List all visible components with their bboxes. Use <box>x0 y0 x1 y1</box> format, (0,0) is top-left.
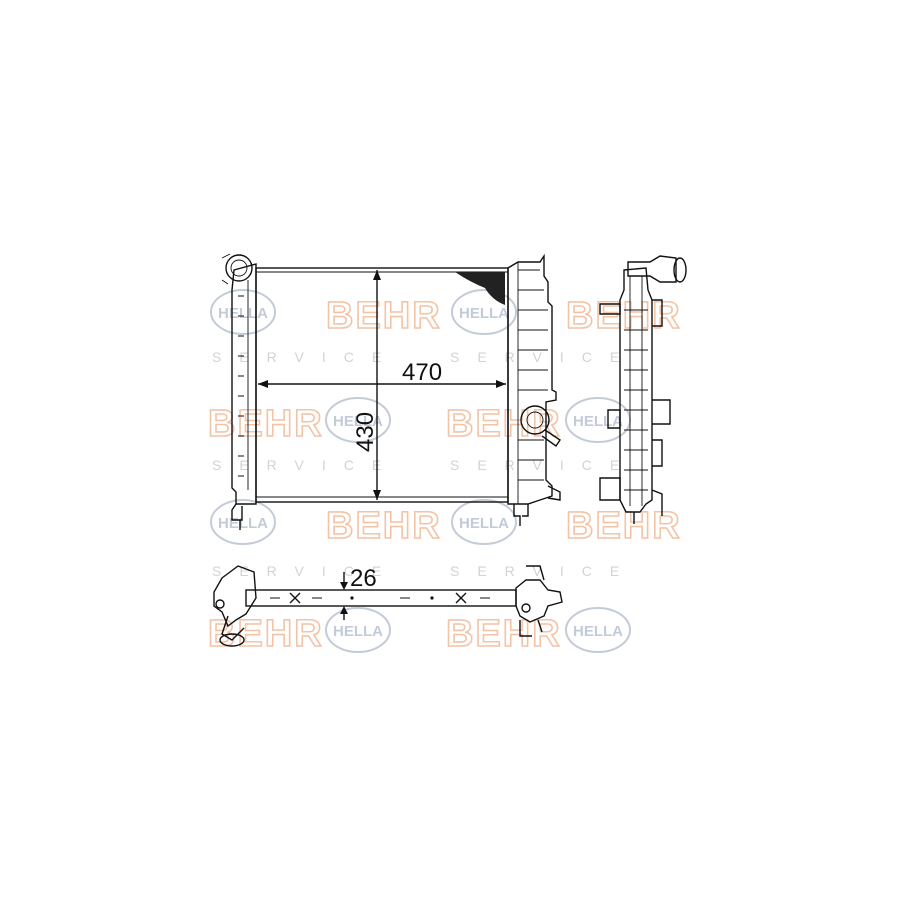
service-watermark-text: SERVICE <box>450 349 637 365</box>
behr-watermark-text: BEHR <box>208 403 324 445</box>
hella-watermark-logo: HELLA <box>451 499 517 545</box>
hella-watermark-text: HELLA <box>573 623 623 640</box>
fin-hatching <box>455 272 505 305</box>
height-label: 430 <box>352 412 379 452</box>
hella-watermark-logo: HELLA <box>325 607 391 653</box>
right-tank <box>507 253 561 526</box>
hella-watermark-text: HELLA <box>459 515 509 532</box>
watermark-layer: HELLA BEHR HELLA BEHR SERVICE SERVICE BE… <box>207 289 682 656</box>
service-watermark-text: SERVICE <box>450 457 637 473</box>
hella-watermark-text: HELLA <box>333 623 383 640</box>
radiator-top-view: 26 <box>213 565 563 647</box>
hella-watermark-text: HELLA <box>218 305 268 322</box>
hella-watermark-logo: HELLA <box>565 607 631 653</box>
hella-watermark-text: HELLA <box>459 305 509 322</box>
outlet-pipe <box>520 405 550 435</box>
top-right-end <box>515 579 563 623</box>
behr-watermark-text: BEHR <box>446 613 562 655</box>
behr-watermark-text: BEHR <box>326 295 442 337</box>
depth-label: 26 <box>350 565 377 592</box>
height-dimension: 430 <box>352 270 381 500</box>
hella-watermark-text: HELLA <box>218 515 268 532</box>
width-label: 470 <box>402 359 442 386</box>
behr-watermark-text: BEHR <box>446 403 562 445</box>
top-left-end <box>213 565 257 628</box>
service-watermark-text: SERVICE <box>212 457 399 473</box>
inlet-pipe <box>221 253 253 285</box>
hella-watermark-logo: HELLA <box>210 499 276 545</box>
behr-watermark-text: BEHR <box>566 295 682 337</box>
hella-watermark-text: HELLA <box>333 413 383 430</box>
behr-watermark-text: BEHR <box>566 505 682 547</box>
depth-dimension: 26 <box>340 565 377 620</box>
radiator-front-view: 470 430 <box>221 253 561 530</box>
width-dimension: 470 <box>258 359 506 388</box>
radiator-side-view <box>599 255 687 524</box>
hella-watermark-logo: HELLA <box>210 289 276 335</box>
behr-watermark-text: BEHR <box>326 505 442 547</box>
hella-watermark-logo: HELLA <box>451 289 517 335</box>
left-tank <box>231 263 257 530</box>
hella-watermark-text: HELLA <box>573 413 623 430</box>
hella-watermark-logo: HELLA <box>325 397 391 443</box>
top-core <box>245 589 517 607</box>
service-watermark-text: SERVICE <box>212 349 399 365</box>
service-watermark-text: SERVICE <box>450 563 637 579</box>
